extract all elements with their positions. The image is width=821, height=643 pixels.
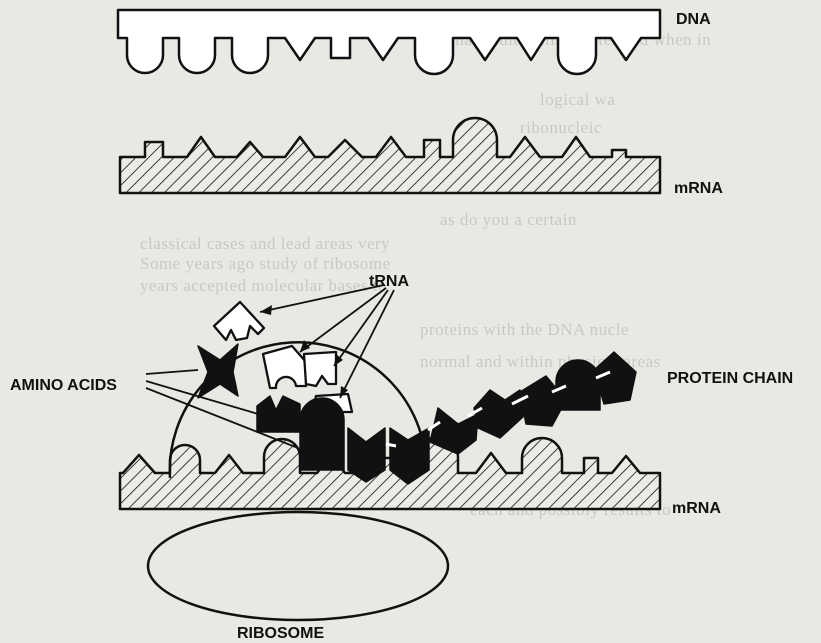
amino-acid-chain-4 (474, 390, 524, 438)
trna-2 (263, 346, 306, 388)
dna-strand (118, 10, 660, 74)
mrna-strand-top (120, 118, 660, 193)
amino-pointer-1 (146, 370, 198, 374)
label-trna: tRNA (369, 273, 409, 290)
label-ribosome: RIBOSOME (237, 625, 324, 642)
trna-3 (304, 352, 336, 386)
amino-acid-free-1 (198, 344, 238, 398)
amino-acid-chain-1 (348, 428, 385, 482)
label-mrna-top: mRNA (674, 180, 723, 197)
trna-pointer-1 (260, 285, 384, 312)
amino-acid-bound-1 (257, 396, 300, 432)
label-dna: DNA (676, 11, 711, 28)
trna-1 (214, 302, 264, 340)
trna-pointer-2 (300, 288, 386, 352)
label-amino-acids: AMINO ACIDS (10, 377, 117, 394)
amino-acid-chain-6 (556, 360, 600, 410)
label-protein-chain: PROTEIN CHAIN (667, 370, 793, 387)
amino-acid-bound-2 (300, 398, 344, 470)
trna-pointer-4 (340, 290, 394, 398)
ribosome-small-subunit (148, 512, 448, 620)
label-mrna-bottom: mRNA (672, 500, 721, 517)
